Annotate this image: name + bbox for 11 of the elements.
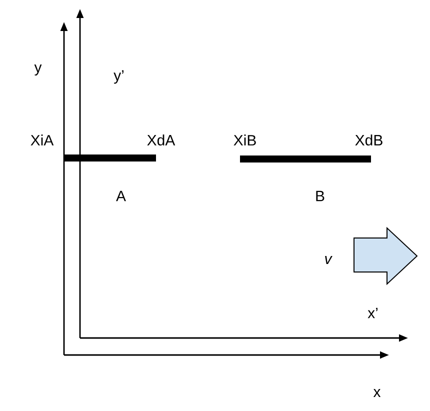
- axis-label: y’: [114, 70, 124, 84]
- endpoint-label: XdA: [147, 134, 176, 146]
- axis-label: x: [373, 389, 381, 397]
- axis-label: x’: [368, 308, 378, 318]
- axis-label: y: [34, 64, 42, 76]
- endpoint-label: XiA: [30, 134, 54, 146]
- rod-label: B: [316, 190, 324, 202]
- endpoint-label: XiB: [234, 134, 256, 146]
- endpoint-label: XdB: [355, 134, 382, 146]
- velocity-label: v: [325, 256, 332, 264]
- rod-label: A: [116, 190, 126, 202]
